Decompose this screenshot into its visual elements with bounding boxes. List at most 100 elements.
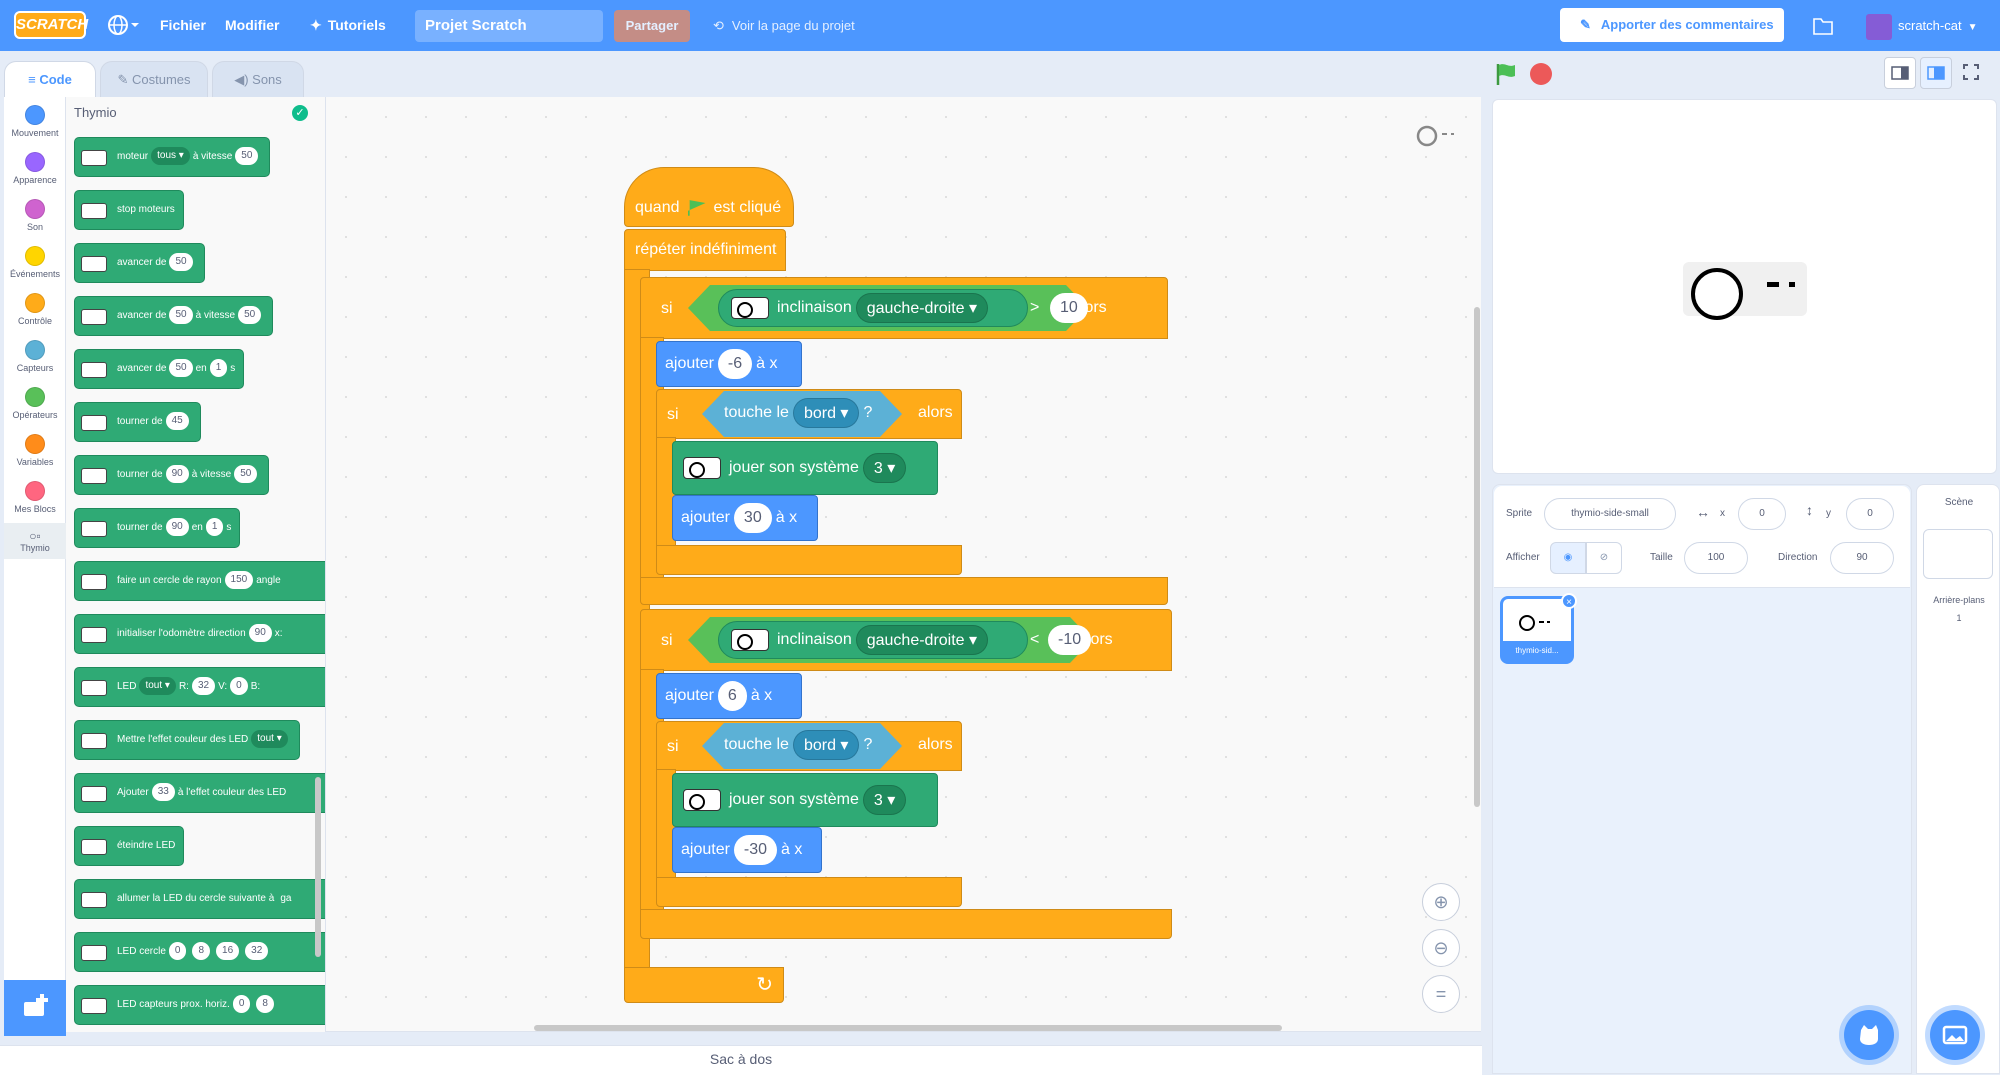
file-menu[interactable]: Fichier — [160, 17, 206, 33]
forever-block[interactable]: répéter indéfiniment — [624, 229, 786, 271]
number-input[interactable]: 90 — [165, 465, 189, 484]
dropdown[interactable]: tous ▾ — [151, 147, 190, 166]
large-stage-button[interactable] — [1920, 57, 1952, 89]
number-input[interactable]: 8 — [192, 942, 211, 961]
horizontal-scrollbar[interactable] — [534, 1025, 1282, 1031]
palette-block[interactable]: éteindre LED — [74, 826, 185, 866]
add-backdrop-button[interactable] — [1930, 1010, 1980, 1060]
number-input[interactable]: 50 — [169, 306, 193, 325]
category-variables[interactable]: Variables — [4, 434, 66, 467]
sound-dropdown[interactable]: 3 ▾ — [862, 452, 907, 483]
category-motion[interactable]: Mouvement — [4, 105, 66, 138]
number-input[interactable]: 10 — [1050, 293, 1088, 323]
number-input[interactable]: 50 — [169, 253, 193, 272]
zoom-out-button[interactable]: ⊖ — [1422, 929, 1460, 967]
sprite-thumbnail[interactable]: thymio-sid... × — [1500, 593, 1577, 664]
category-sensing[interactable]: Capteurs — [4, 340, 66, 373]
number-input[interactable]: -6 — [717, 348, 753, 379]
number-input[interactable]: 50 — [235, 147, 259, 166]
category-my-blocks[interactable]: Mes Blocs — [4, 481, 66, 514]
category-control[interactable]: Contrôle — [4, 293, 66, 326]
dropdown[interactable]: tout ▾ — [139, 677, 176, 696]
thymio-sprite[interactable] — [1681, 260, 1809, 322]
number-input[interactable]: 30 — [733, 502, 772, 533]
edge-dropdown[interactable]: bord ▾ — [792, 729, 860, 760]
green-flag-button[interactable] — [1494, 61, 1520, 92]
number-input[interactable]: 0 — [230, 677, 248, 696]
hide-sprite-button[interactable]: ⊘ — [1586, 542, 1622, 574]
stop-button[interactable] — [1530, 63, 1552, 85]
stage-canvas[interactable] — [1492, 99, 1997, 474]
number-input[interactable]: 16 — [216, 942, 240, 961]
user-menu[interactable]: scratch-cat▼ — [1866, 12, 1977, 40]
number-input[interactable]: 8 — [256, 995, 274, 1014]
show-sprite-button[interactable]: ◉ — [1550, 542, 1586, 574]
category-events[interactable]: Événements — [4, 246, 66, 279]
palette-block[interactable]: stop moteurs — [74, 190, 184, 230]
number-input[interactable]: 90 — [165, 518, 189, 537]
small-stage-button[interactable] — [1884, 57, 1916, 89]
edit-menu[interactable]: Modifier — [225, 17, 280, 33]
number-input[interactable]: -30 — [733, 834, 778, 865]
y-input[interactable]: 0 — [1846, 498, 1894, 530]
number-input[interactable]: 1 — [205, 518, 224, 537]
folder-icon[interactable] — [1812, 12, 1834, 41]
number-input[interactable]: 33 — [151, 783, 175, 802]
number-input[interactable]: 45 — [165, 412, 189, 431]
vertical-scrollbar[interactable] — [1474, 307, 1480, 807]
number-input[interactable]: 1 — [209, 359, 228, 378]
size-input[interactable]: 100 — [1684, 542, 1748, 574]
category-operators[interactable]: Opérateurs — [4, 387, 66, 420]
see-project-page-button[interactable]: ⟲Voir la page du projet — [713, 18, 855, 33]
backpack-header[interactable]: Sac à dos — [0, 1045, 1482, 1075]
palette-scrollbar[interactable] — [315, 777, 321, 957]
number-input[interactable]: 32 — [191, 677, 216, 696]
number-input[interactable]: 32 — [245, 942, 269, 961]
edge-dropdown[interactable]: bord ▾ — [792, 397, 860, 428]
number-input[interactable]: 50 — [234, 465, 258, 484]
sound-dropdown[interactable]: 3 ▾ — [862, 784, 907, 815]
number-input[interactable]: 50 — [238, 306, 262, 325]
add-extension-button[interactable] — [4, 980, 66, 1036]
number-input[interactable]: 6 — [717, 680, 747, 711]
tutorials-menu[interactable]: ✦Tutoriels — [310, 17, 386, 33]
tab-code[interactable]: ≡ Code — [4, 61, 96, 97]
scratch-logo[interactable]: SCRATCH — [14, 11, 88, 39]
stage-selector[interactable]: Scène Arrière-plans 1 — [1916, 484, 2000, 1074]
number-input[interactable]: 150 — [224, 571, 254, 590]
backdrop-thumbnail[interactable] — [1923, 529, 1993, 579]
sprite-name-input[interactable]: thymio-side-small — [1544, 498, 1676, 530]
tab-costumes[interactable]: ✎ Costumes — [100, 61, 208, 97]
number-input[interactable]: 50 — [169, 359, 193, 378]
direction-dropdown[interactable]: gauche-droite ▾ — [855, 292, 989, 323]
x-input[interactable]: 0 — [1738, 498, 1786, 530]
fullscreen-button[interactable] — [1956, 57, 1988, 89]
feedback-button[interactable]: ✎Apporter des commentaires — [1560, 8, 1784, 42]
direction-dropdown[interactable]: gauche-droite ▾ — [855, 624, 989, 655]
number-input[interactable]: -10 — [1048, 625, 1092, 655]
globe-icon[interactable] — [106, 0, 140, 51]
share-button[interactable]: Partager — [614, 10, 690, 42]
